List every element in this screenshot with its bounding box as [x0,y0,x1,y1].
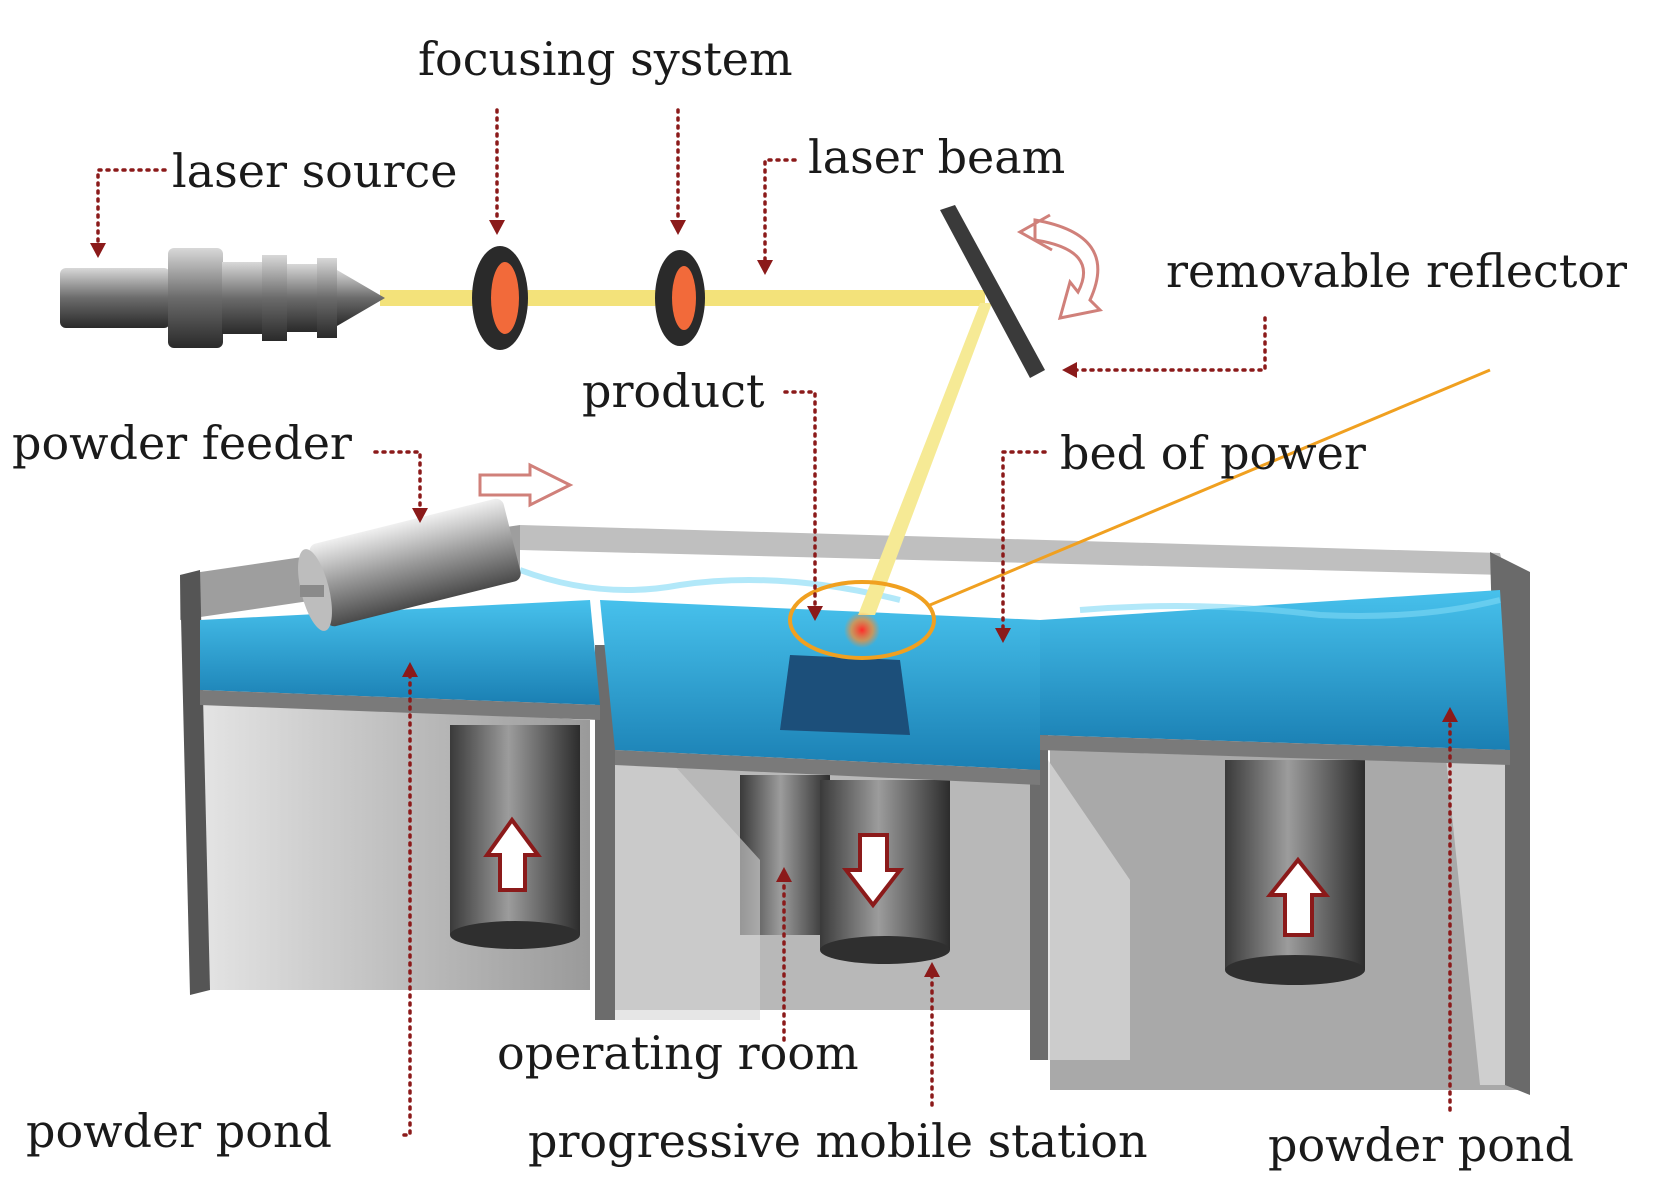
label-operating-room: operating room [497,1026,859,1080]
leader-product [783,390,817,610]
feeder-direction-arrow-icon [478,462,574,508]
center-piston-down-arrow [841,833,905,909]
product-block [780,655,910,735]
label-progressive-mobile-station: progressive mobile station [528,1114,1148,1168]
divider-left [595,645,615,1020]
powder-bed-machine [180,498,1530,1095]
left-powder-surface [200,600,600,705]
melt-pool-glow [844,612,880,648]
focusing-lens-2 [655,250,705,346]
leader-bed [1001,450,1047,632]
label-laser-source: laser source [172,144,458,198]
leader-laser-source [96,168,167,247]
label-powder-pond-right: powder pond [1268,1118,1575,1172]
label-laser-beam: laser beam [808,130,1066,184]
back-wall [520,525,1505,575]
product-highlight-ellipse [788,580,936,660]
label-focusing-system: focusing system [418,32,793,86]
right-piston-up-arrow [1265,856,1331,937]
removable-reflector-mirror [940,205,1045,378]
optical-train [60,205,1104,615]
highlight-pointer-line [929,368,1491,607]
leader-powder-pond-left [402,673,412,1137]
rotation-arrow-icon [1033,218,1104,320]
reflected-laser-beam [858,303,992,615]
label-powder-pond-left: powder pond [26,1104,333,1158]
leader-powder-feeder [373,450,422,512]
leader-reflector [1073,316,1267,372]
leader-lines [96,108,1452,1137]
focusing-lens-1 [472,246,528,350]
powder-feeder-roller [298,498,521,631]
leader-arrowheads [90,220,1458,977]
label-powder-feeder: powder feeder [12,416,352,470]
left-piston-up-arrow [483,816,542,892]
right-powder-surface [1040,590,1510,750]
leader-laser-beam [763,158,797,264]
label-removable-reflector: removable reflector [1166,244,1627,298]
label-bed-of-power: bed of power [1060,426,1366,480]
laser-source-device [60,248,385,348]
label-product: product [582,364,765,418]
